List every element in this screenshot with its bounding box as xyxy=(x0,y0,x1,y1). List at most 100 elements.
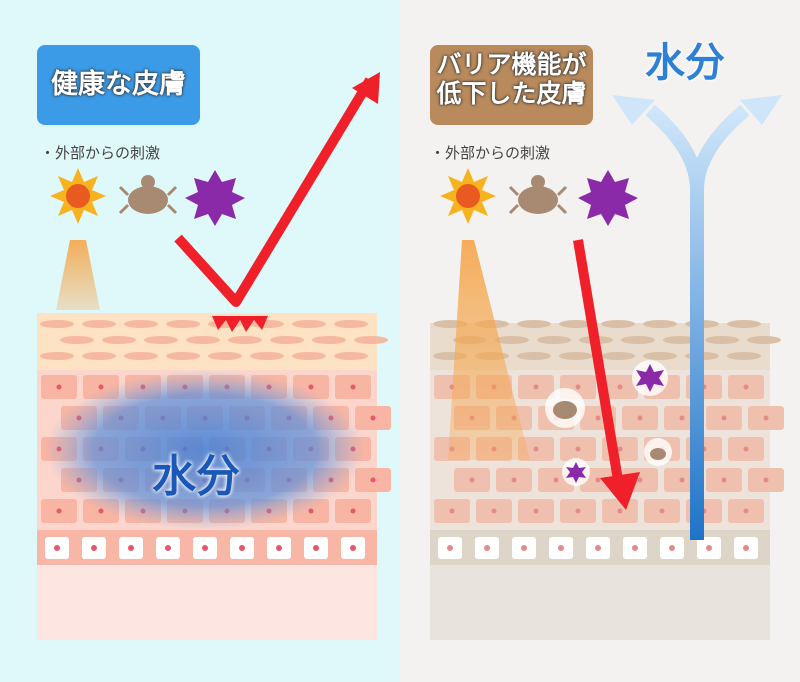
cell-nucleus xyxy=(239,545,245,551)
cell-nucleus xyxy=(350,508,356,514)
uv-ray xyxy=(56,240,100,310)
cell-nucleus xyxy=(679,477,685,483)
horny-cell xyxy=(124,320,158,328)
horny-cell xyxy=(559,352,593,360)
cell-nucleus xyxy=(575,508,581,514)
allergen-icon xyxy=(566,462,586,483)
cell-nucleus xyxy=(743,384,749,390)
cell-nucleus xyxy=(308,384,314,390)
cell-nucleus xyxy=(370,415,376,421)
stimulus-label: ・外部からの刺激 xyxy=(40,144,161,162)
allergen-icon xyxy=(185,170,245,226)
stimulus-label: ・外部からの刺激 xyxy=(430,144,551,162)
healthy-skin-layers xyxy=(37,313,391,640)
horny-cell xyxy=(517,320,551,328)
water-label: 水分 xyxy=(152,451,240,502)
mite-icon xyxy=(553,401,577,419)
horny-cell xyxy=(82,320,116,328)
sun-icon xyxy=(50,168,106,224)
cell-nucleus xyxy=(54,545,60,551)
horny-cell xyxy=(663,336,697,344)
horny-cell xyxy=(517,352,551,360)
horny-cell xyxy=(537,336,571,344)
cell-nucleus xyxy=(484,545,490,551)
horny-cell xyxy=(292,352,326,360)
damaged-skin-title: バリア機能が 低下した皮膚 xyxy=(430,45,593,125)
cell-nucleus xyxy=(553,477,559,483)
cell-nucleus xyxy=(763,415,769,421)
horny-cell xyxy=(166,320,200,328)
horny-cell xyxy=(643,320,677,328)
horny-cell xyxy=(601,352,635,360)
cell-nucleus xyxy=(637,415,643,421)
cell-nucleus xyxy=(313,545,319,551)
horny-cell xyxy=(166,352,200,360)
cell-nucleus xyxy=(575,446,581,452)
water-cloud xyxy=(45,370,365,530)
cell-nucleus xyxy=(491,508,497,514)
cell-nucleus xyxy=(91,545,97,551)
cell-nucleus xyxy=(659,508,665,514)
horny-cell xyxy=(601,320,635,328)
cell-nucleus xyxy=(595,477,601,483)
cell-nucleus xyxy=(617,446,623,452)
cell-nucleus xyxy=(533,384,539,390)
cell-nucleus xyxy=(763,477,769,483)
horny-cell xyxy=(40,320,74,328)
cell-nucleus xyxy=(617,508,623,514)
cell-nucleus xyxy=(128,545,134,551)
cell-nucleus xyxy=(617,384,623,390)
cell-nucleus xyxy=(521,545,527,551)
cell-nucleus xyxy=(56,508,62,514)
horny-cell xyxy=(643,352,677,360)
horny-cell xyxy=(495,336,529,344)
cell-nucleus xyxy=(721,477,727,483)
cell-nucleus xyxy=(98,384,104,390)
horny-cell xyxy=(705,336,739,344)
cell-nucleus xyxy=(202,545,208,551)
horny-cell xyxy=(186,336,220,344)
horny-cell xyxy=(208,352,242,360)
horny-cell xyxy=(334,320,368,328)
cell-nucleus xyxy=(595,545,601,551)
arrow-head xyxy=(352,72,380,104)
horny-cell xyxy=(124,352,158,360)
cell-nucleus xyxy=(165,545,171,551)
barrier-block xyxy=(212,316,268,332)
horny-cell xyxy=(747,336,781,344)
cell-nucleus xyxy=(276,545,282,551)
horny-cell xyxy=(40,352,74,360)
healthy-skin-title: 健康な皮膚 xyxy=(37,45,200,125)
cell-nucleus xyxy=(679,415,685,421)
cell-nucleus xyxy=(743,508,749,514)
allergen-icon xyxy=(578,170,638,226)
cell-nucleus xyxy=(743,545,749,551)
horny-cell xyxy=(60,336,94,344)
cell-nucleus xyxy=(350,384,356,390)
cell-nucleus xyxy=(511,477,517,483)
penetration-arrow xyxy=(573,239,623,481)
cell-nucleus xyxy=(637,477,643,483)
cell-nucleus xyxy=(447,545,453,551)
mite-icon xyxy=(508,175,568,215)
sun-icon xyxy=(440,168,496,224)
cell-nucleus xyxy=(370,477,376,483)
uv-ray xyxy=(448,240,530,460)
horny-cell xyxy=(621,336,655,344)
cell-nucleus xyxy=(558,545,564,551)
horny-cell xyxy=(727,320,761,328)
title-line-1: バリア機能が xyxy=(436,50,587,79)
cell-nucleus xyxy=(350,545,356,551)
cell-nucleus xyxy=(721,415,727,421)
cell-nucleus xyxy=(533,446,539,452)
mite-icon xyxy=(118,175,178,215)
cell-nucleus xyxy=(575,384,581,390)
horny-cell xyxy=(334,352,368,360)
cell-nucleus xyxy=(595,415,601,421)
horny-cell xyxy=(727,352,761,360)
horny-cell xyxy=(354,336,388,344)
mite-icon xyxy=(650,448,666,460)
cell-nucleus xyxy=(56,384,62,390)
horny-cell xyxy=(292,320,326,328)
